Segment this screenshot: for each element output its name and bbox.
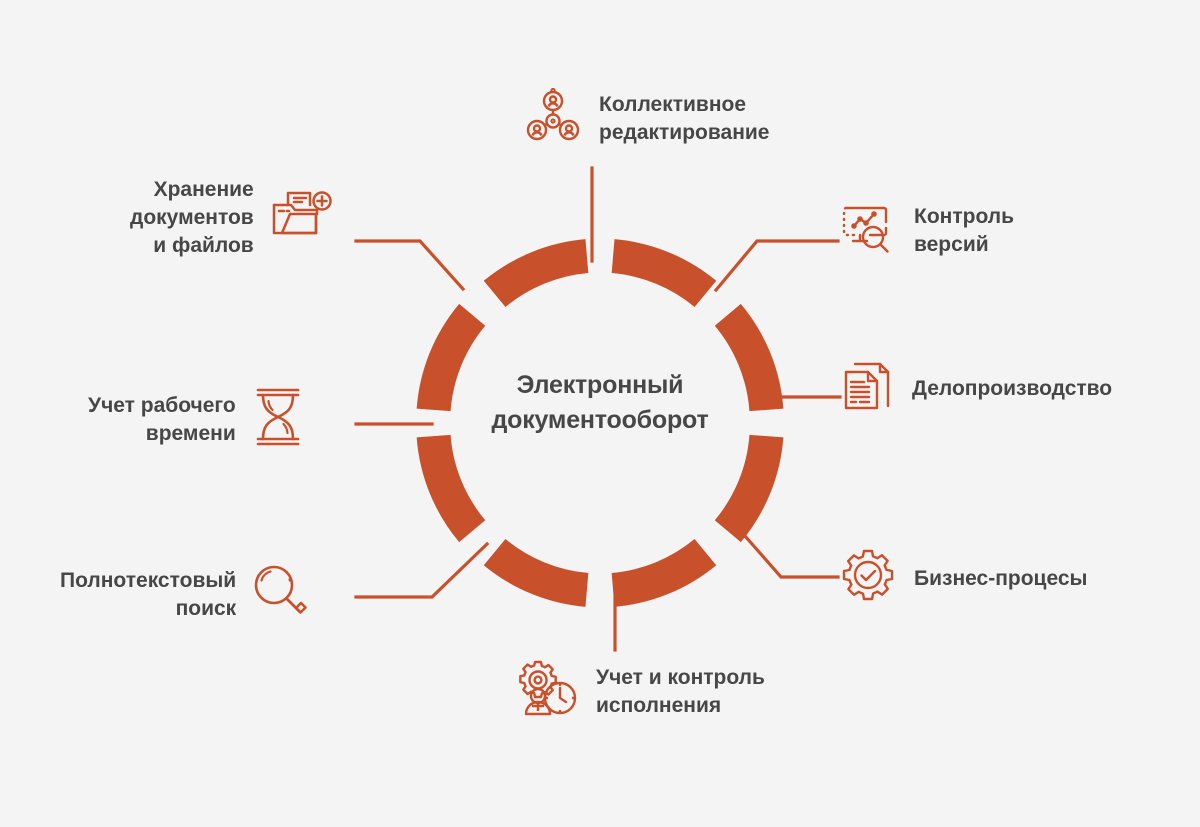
node-collaborative-editing[interactable]: Коллективное редактирование xyxy=(525,87,770,149)
node-document-storage[interactable]: Хранение документов и файлов xyxy=(130,176,332,260)
node-time-tracking[interactable]: Учет рабочего времени xyxy=(88,386,304,453)
node-label-execution-control: Учет и контроль исполнения xyxy=(596,665,765,717)
version-control-icon xyxy=(840,200,896,261)
node-office-management[interactable]: Делопроизводство xyxy=(842,358,1112,419)
documents-icon xyxy=(842,358,894,419)
center-title-line1: Электронный xyxy=(516,371,684,399)
node-label-version-control: Контроль версий xyxy=(914,204,1014,256)
node-label-business-processes: Бизнес-процесы xyxy=(914,566,1088,590)
node-label-collaborative-editing: Коллективное редактирование xyxy=(599,92,770,144)
node-label-time-tracking: Учет рабочего времени xyxy=(88,393,236,445)
folder-add-icon xyxy=(270,187,332,248)
connector-versions xyxy=(713,239,840,293)
center-title: Электронный документооборот xyxy=(440,368,760,437)
hourglass-icon xyxy=(252,386,304,453)
node-label-office-management: Делопроизводство xyxy=(912,376,1113,400)
node-fulltext-search[interactable]: Полнотекстовый поиск xyxy=(60,562,308,627)
center-title-line2: документооборот xyxy=(491,405,709,434)
collaboration-icon xyxy=(525,87,581,149)
node-execution-control[interactable]: Учет и контроль исполнения xyxy=(518,660,765,723)
connector-business xyxy=(735,525,840,579)
node-business-processes[interactable]: Бизнес-процесы xyxy=(840,548,1087,609)
ring-segments xyxy=(416,239,784,607)
magnifier-icon xyxy=(252,562,308,627)
gear-check-icon xyxy=(840,548,896,609)
task-control-icon xyxy=(518,660,578,723)
node-version-control[interactable]: Контроль версий xyxy=(840,200,1014,261)
node-label-fulltext-search: Полнотекстовый поиск xyxy=(60,568,237,620)
connector-storage xyxy=(354,239,466,292)
node-label-document-storage: Хранение документов и файлов xyxy=(130,178,254,257)
connector-search xyxy=(354,541,490,599)
connector-lines xyxy=(354,166,842,652)
